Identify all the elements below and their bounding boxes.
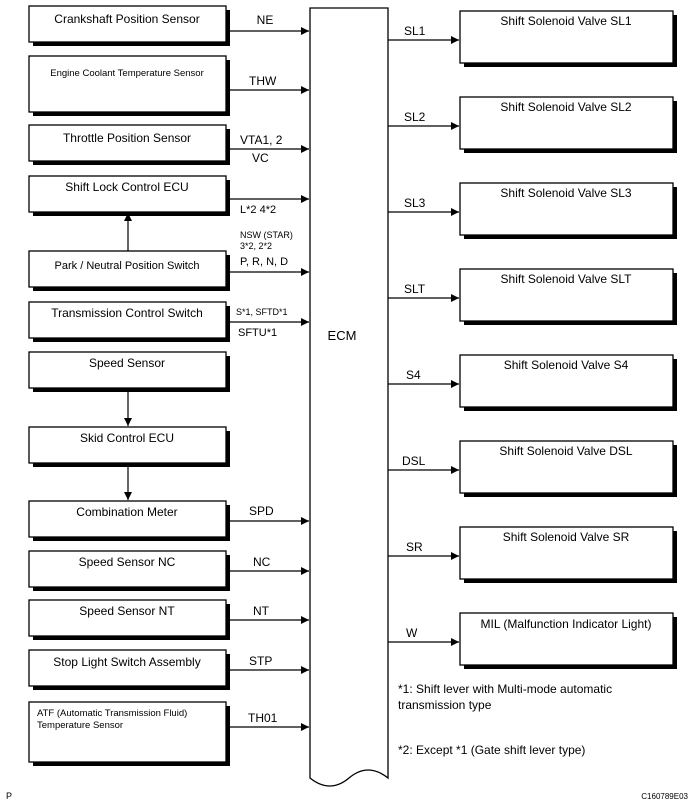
nt-label: NT <box>253 604 270 618</box>
atf-label-line2: Temperature Sensor <box>37 720 123 731</box>
signal-l-4: L*2 4*2 <box>230 195 309 216</box>
input-crankshaft: Crankshaft Position Sensor <box>28 5 230 46</box>
output-s4: Shift Solenoid Valve S4 <box>459 354 677 411</box>
sl3-label: Shift Solenoid Valve SL3 <box>500 186 632 200</box>
signal-slt: SLT <box>388 282 459 302</box>
skid-label: Skid Control ECU <box>80 431 174 445</box>
output-slt: Shift Solenoid Valve SLT <box>459 268 677 325</box>
footer-code: C160789E03 <box>641 792 688 801</box>
combination-meter-label: Combination Meter <box>76 505 177 519</box>
mil-label: MIL (Malfunction Indicator Light) <box>481 617 652 631</box>
sl1-label: Shift Solenoid Valve SL1 <box>500 14 632 28</box>
nsw-label: NSW (STAR) <box>240 230 293 240</box>
shift-lock-label: Shift Lock Control ECU <box>65 180 188 194</box>
input-tps: Throttle Position Sensor <box>28 124 230 165</box>
sr-signal-label: SR <box>406 540 423 554</box>
output-sr: Shift Solenoid Valve SR <box>459 526 677 583</box>
output-mil: MIL (Malfunction Indicator Light) <box>459 612 677 669</box>
dsl-signal-label: DSL <box>402 454 426 468</box>
sl1-signal-label: SL1 <box>404 24 426 38</box>
s4-label: Shift Solenoid Valve S4 <box>504 358 629 372</box>
signal-sl3: SL3 <box>388 196 459 216</box>
thw-label: THW <box>249 74 277 88</box>
input-speed-sensor-nc: Speed Sensor NC <box>28 550 230 591</box>
signal-sl2: SL2 <box>388 110 459 130</box>
prnd-label: P, R, N, D <box>240 256 288 268</box>
slt-label: Shift Solenoid Valve SLT <box>501 272 633 286</box>
signal-ne: NE <box>230 13 309 35</box>
nsw-sub-label: 3*2, 2*2 <box>240 241 272 251</box>
note-1-line-1: *1: Shift lever with Multi-mode automati… <box>398 682 612 696</box>
w-signal-label: W <box>406 626 418 640</box>
dsl-label: Shift Solenoid Valve DSL <box>499 444 633 458</box>
signal-stp: STP <box>230 654 309 674</box>
speed-sensor-nc-label: Speed Sensor NC <box>79 555 176 569</box>
sftd-label: S*1, SFTD*1 <box>236 307 288 317</box>
signal-w: W <box>388 626 459 646</box>
output-dsl: Shift Solenoid Valve DSL <box>459 440 677 497</box>
signal-th01: TH01 <box>230 711 309 731</box>
ecm-block: ECM <box>309 7 389 787</box>
output-sl3: Shift Solenoid Valve SL3 <box>459 182 677 239</box>
input-shift-lock: Shift Lock Control ECU <box>28 175 230 216</box>
signal-sr: SR <box>388 540 459 560</box>
atf-label: ATF (Automatic Transmission Fluid) <box>37 708 187 719</box>
input-combination-meter: Combination Meter <box>28 500 230 541</box>
speed-sensor-nt-label: Speed Sensor NT <box>79 604 175 618</box>
signal-thw: THW <box>230 74 309 94</box>
input-speed-sensor: Speed Sensor <box>28 351 230 392</box>
input-tcs: Transmission Control Switch <box>28 301 230 342</box>
tcs-label: Transmission Control Switch <box>51 306 203 320</box>
speed-sensor-label: Speed Sensor <box>89 356 165 370</box>
signal-spd: SPD <box>230 504 309 525</box>
vta-label: VTA1, 2 <box>240 133 283 147</box>
nc-label: NC <box>253 555 271 569</box>
vc-label: VC <box>252 151 269 165</box>
output-sl2: Shift Solenoid Valve SL2 <box>459 96 677 153</box>
sl3-signal-label: SL3 <box>404 196 426 210</box>
sftu-label: SFTU*1 <box>238 327 277 339</box>
signal-s4: S4 <box>388 368 459 388</box>
sl2-signal-label: SL2 <box>404 110 426 124</box>
input-skid: Skid Control ECU <box>28 426 230 467</box>
th01-label: TH01 <box>248 711 278 725</box>
signal-nc: NC <box>230 555 309 575</box>
crankshaft-label: Crankshaft Position Sensor <box>54 12 199 26</box>
signal-sftd: S*1, SFTD*1 SFTU*1 <box>230 307 309 339</box>
spd-label: SPD <box>249 504 274 518</box>
signal-sl1: SL1 <box>388 24 459 44</box>
signal-vta: VTA1, 2 VC <box>230 133 309 165</box>
signal-nt: NT <box>230 604 309 624</box>
sr-label: Shift Solenoid Valve SR <box>503 530 630 544</box>
ne-label: NE <box>257 13 274 27</box>
footer-left: P <box>6 791 12 801</box>
pnp-label: Park / Neutral Position Switch <box>55 260 200 272</box>
slt-signal-label: SLT <box>404 282 426 296</box>
ecm-label: ECM <box>328 328 357 343</box>
input-atf: ATF (Automatic Transmission Fluid) Tempe… <box>28 701 230 766</box>
l-4-label: L*2 4*2 <box>240 204 276 216</box>
signal-dsl: DSL <box>388 454 459 474</box>
stop-light-label: Stop Light Switch Assembly <box>53 655 200 669</box>
input-pnp: Park / Neutral Position Switch <box>28 250 230 291</box>
tps-label: Throttle Position Sensor <box>63 131 191 145</box>
stp-label: STP <box>249 654 272 668</box>
signal-nsw: NSW (STAR) 3*2, 2*2 P, R, N, D <box>230 230 309 276</box>
s4-signal-label: S4 <box>406 368 421 382</box>
input-speed-sensor-nt: Speed Sensor NT <box>28 599 230 640</box>
input-stop-light: Stop Light Switch Assembly <box>28 649 230 690</box>
note-2: *2: Except *1 (Gate shift lever type) <box>398 743 585 757</box>
sl2-label: Shift Solenoid Valve SL2 <box>500 100 632 114</box>
note-1-line-2: transmission type <box>398 698 492 712</box>
ect-label: Engine Coolant Temperature Sensor <box>50 68 204 79</box>
output-sl1: Shift Solenoid Valve SL1 <box>459 10 677 67</box>
input-ect: Engine Coolant Temperature Sensor <box>28 55 230 116</box>
